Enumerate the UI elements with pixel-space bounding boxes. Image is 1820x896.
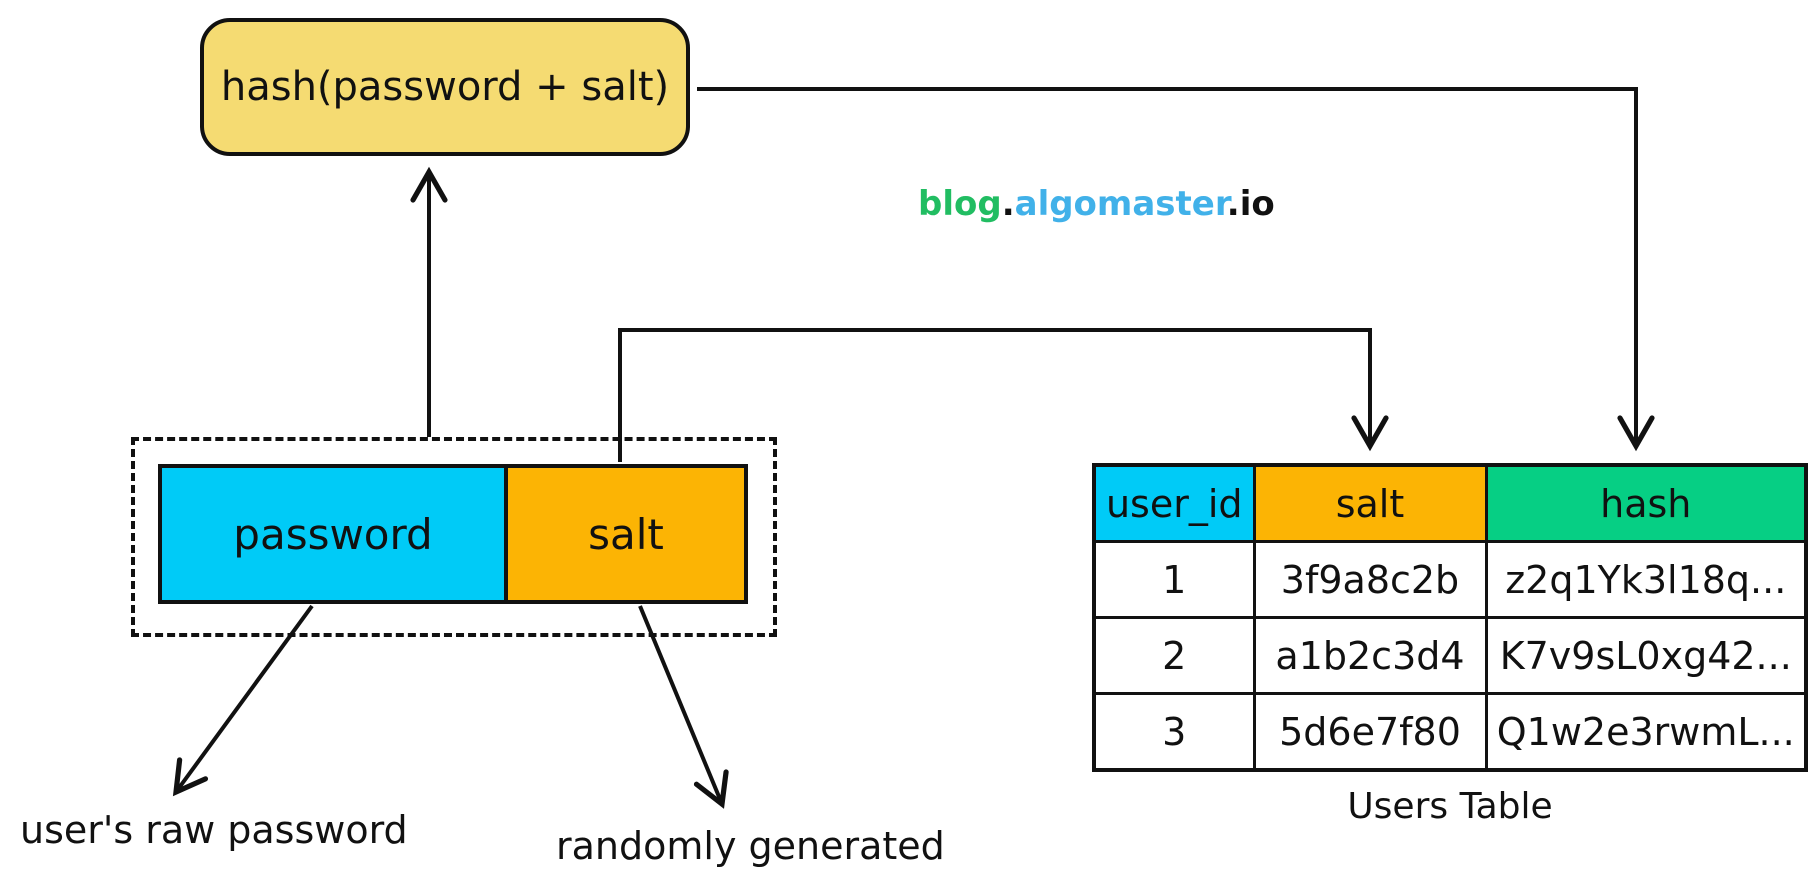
users-table-caption: Users Table xyxy=(1347,786,1553,827)
password-box: password xyxy=(158,464,508,604)
table-row: 3 5d6e7f80 Q1w2e3rwmL... xyxy=(1092,692,1808,772)
connector-salt-to-table xyxy=(618,328,1389,462)
cell-hash: Q1w2e3rwmL... xyxy=(1484,692,1808,772)
brand-segment-algomaster: algomaster xyxy=(1014,184,1227,224)
password-box-label: password xyxy=(233,509,433,559)
users-table-header-hash: hash xyxy=(1484,463,1808,543)
cell-user-id: 2 xyxy=(1092,616,1256,695)
users-table-header-salt: salt xyxy=(1252,463,1488,543)
connector-hash-to-table xyxy=(697,87,1655,452)
salt-box: salt xyxy=(504,464,748,604)
cell-hash: K7v9sL0xg42... xyxy=(1484,616,1808,695)
salt-note: randomly generated xyxy=(556,824,945,868)
arrow-to-password-note xyxy=(172,604,314,797)
users-table-header-row: user_id salt hash xyxy=(1092,463,1808,543)
brand-watermark: blog.algomaster.io xyxy=(918,184,1275,224)
users-table: user_id salt hash 1 3f9a8c2b z2q1Yk3l18q… xyxy=(1092,463,1808,772)
cell-salt: a1b2c3d4 xyxy=(1252,616,1488,695)
brand-segment-blog: blog xyxy=(918,184,1002,224)
cell-salt: 3f9a8c2b xyxy=(1252,540,1488,619)
password-note: user's raw password xyxy=(20,808,408,852)
cell-salt: 5d6e7f80 xyxy=(1252,692,1488,772)
hash-function-label: hash(password + salt) xyxy=(220,64,670,110)
brand-segment-dot1: . xyxy=(1001,184,1015,224)
table-row: 2 a1b2c3d4 K7v9sL0xg42... xyxy=(1092,616,1808,695)
table-row: 1 3f9a8c2b z2q1Yk3l18q... xyxy=(1092,540,1808,619)
cell-user-id: 1 xyxy=(1092,540,1256,619)
users-table-header-user-id: user_id xyxy=(1092,463,1256,543)
brand-segment-io: io xyxy=(1239,184,1275,224)
cell-hash: z2q1Yk3l18q... xyxy=(1484,540,1808,619)
brand-segment-dot2: . xyxy=(1226,184,1240,224)
arrow-to-salt-note xyxy=(638,605,729,809)
password-salt-group-outline xyxy=(131,437,777,637)
salt-box-label: salt xyxy=(588,509,664,559)
cell-user-id: 3 xyxy=(1092,692,1256,772)
hash-function-box: hash(password + salt) xyxy=(200,18,690,156)
